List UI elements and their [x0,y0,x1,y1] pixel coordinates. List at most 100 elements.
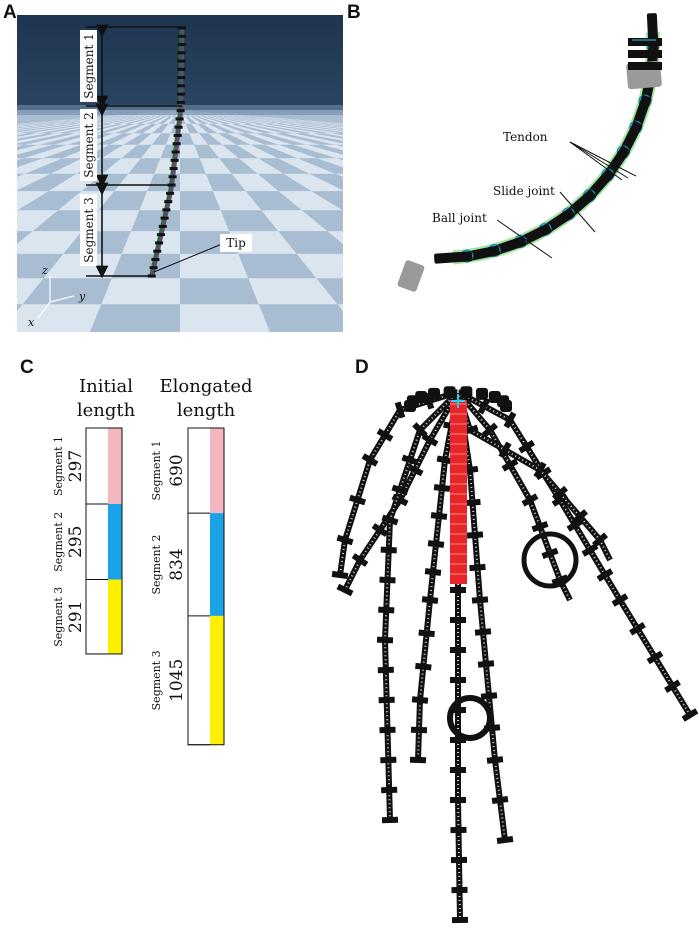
floor-tile [17,144,25,147]
arm-link [158,224,167,228]
tendril-disc [410,726,428,734]
tendril-disc [379,576,396,584]
tendril-disc [486,756,504,764]
floor-tile [140,144,166,159]
floor-tile [191,123,209,134]
floor-tile [314,123,343,127]
floor-tile [28,123,96,134]
bar-outline [85,427,123,655]
floor-tile [202,123,228,134]
highlight-segment [450,400,467,584]
tendril-disc [351,553,369,567]
floor-tile [258,123,322,134]
tendril-disc [471,596,489,604]
floor-tile [377,145,473,159]
floor-tile [247,123,303,134]
floor-tile [129,116,159,124]
floor-tile [209,116,248,124]
floor-tile [321,133,343,137]
floor-tile [335,173,343,178]
tendril-disc [571,509,589,525]
segment-1-label: Segment 1 [82,33,96,98]
arm-link [170,158,179,162]
tendril-disc [474,628,492,636]
floor-tile [337,304,343,312]
tendril-disc [541,547,559,559]
arm-link [168,175,177,179]
floor-tile [344,191,423,210]
floor-tile [17,133,48,139]
floor-tile [653,304,699,332]
arm-link [153,249,162,253]
tendril-disc [450,856,468,864]
crown-disc [476,387,488,400]
bar-segment-value: 297 [66,450,86,482]
arm-link [151,257,160,261]
floor-tile [163,116,175,124]
floor-tile [137,133,162,145]
floor-tile [292,144,343,159]
floor-tile [180,253,249,279]
tendril-disc [491,796,509,804]
floor-tile [607,191,699,210]
floor-tile [378,133,490,145]
initial-title-line1: Initial [79,376,133,397]
tendril-disc [424,568,442,576]
floor-tile [359,133,462,145]
floor-tile [236,116,304,124]
floor-tile [248,278,338,305]
tendril-disc [480,692,498,700]
tendril-disc [481,422,499,438]
arm-link [176,109,185,113]
tube-line [453,31,660,265]
tendril-disc [531,521,549,533]
floor-tile [495,304,630,332]
tendril-disc [377,666,394,674]
panel-letter-a: A [3,2,17,23]
panel-letter-b: B [347,2,361,23]
tendril-disc [501,458,519,472]
axis-x-label: x [28,316,35,329]
tendril-disc [378,696,395,704]
floor-tile [224,123,265,134]
floor-tile [0,254,5,278]
floor-tile [668,210,699,231]
top-disc [628,38,662,46]
tendril-disc [518,439,536,454]
tendril-disc [411,696,429,704]
tendril-disc [381,816,399,824]
floor-tile [17,278,44,305]
top-disc [628,62,662,70]
panel-a-segment-markers [86,24,182,279]
panel-a-checker-tiles [0,110,699,332]
tendril-disc [336,583,354,597]
tendril-disc [646,650,664,665]
panel-a-tip-callout: Tip [153,234,252,273]
panel-b-manipulator [397,13,662,292]
floor-tile [238,158,284,174]
floor-tile [264,133,322,145]
floor-tile [657,278,699,304]
tendril-disc [450,617,466,623]
floor-tile [530,254,658,278]
tendril-disc [469,563,486,572]
floor-tile [462,145,591,159]
floor-tile [326,123,343,126]
arm-link [172,142,181,146]
floor-tile [24,133,86,145]
tendril-disc [477,660,495,668]
bar-segment-value: 834 [167,548,187,580]
panel-a-segment-labels: Segment 1 Segment 2 Segment 3 [80,30,97,266]
floor-tile [17,133,29,136]
floor-tile [227,133,265,145]
tendril-disc [450,587,466,593]
tendril-disc [394,401,406,419]
arm-link [177,59,186,63]
tendril-disc [401,454,419,466]
arm-link [156,233,165,237]
tendril-disc [591,532,609,548]
bar-segment-value: 291 [66,600,86,632]
floor-tile [283,133,343,145]
